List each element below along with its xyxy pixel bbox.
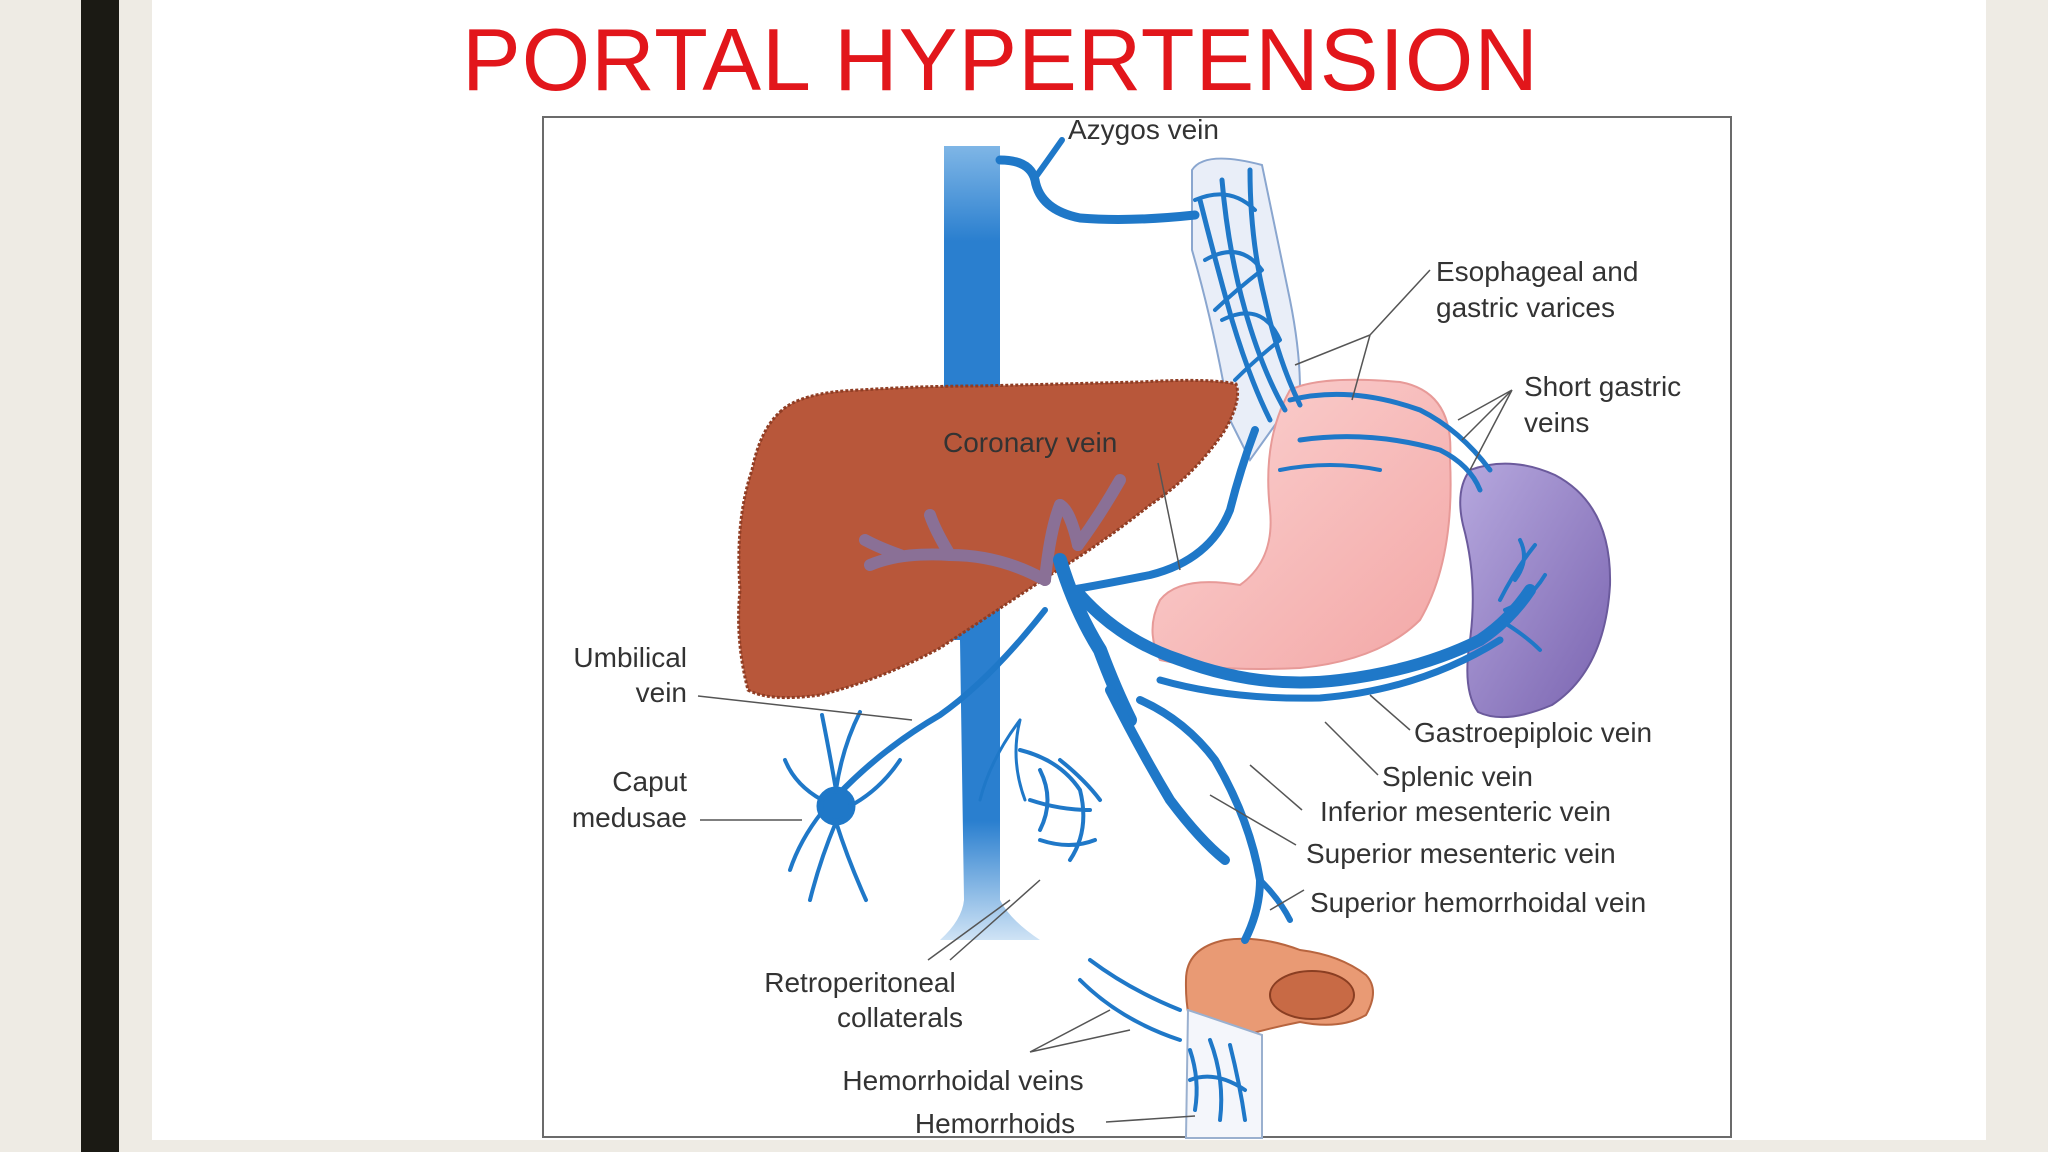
- label-caput-medusae: Caput: [612, 766, 687, 797]
- label-gastroepiploic-vein: Gastroepiploic vein: [1414, 717, 1652, 748]
- label-hemorrhoids: Hemorrhoids: [915, 1108, 1075, 1139]
- label-caput-medusae-2: medusae: [572, 802, 687, 833]
- slide-side-bar: [81, 0, 119, 1152]
- intrahepatic-portal-branches: [859, 474, 1126, 586]
- label-coronary-vein: Coronary vein: [943, 427, 1117, 458]
- label-superior-hemorrhoidal-vein: Superior hemorrhoidal vein: [1310, 887, 1646, 918]
- diagram-labels: Azygos vein Esophageal and gastric varic…: [572, 114, 1681, 1139]
- label-short-gastric-veins: Short gastric: [1524, 371, 1681, 402]
- label-retroperitoneal-collaterals-2: collaterals: [837, 1002, 963, 1033]
- label-hemorrhoidal-veins: Hemorrhoidal veins: [842, 1065, 1083, 1096]
- label-leader-lines: [697, 269, 1513, 1123]
- liver: [737, 378, 1240, 700]
- label-splenic-vein: Splenic vein: [1382, 761, 1533, 792]
- label-retroperitoneal-collaterals: Retroperitoneal: [764, 967, 955, 998]
- rectum-lumen: [1269, 970, 1355, 1020]
- label-superior-mesenteric-vein: Superior mesenteric vein: [1306, 838, 1616, 869]
- label-inferior-mesenteric-vein: Inferior mesenteric vein: [1320, 796, 1611, 827]
- label-azygos-vein: Azygos vein: [1068, 114, 1219, 145]
- label-umbilical-vein-2: vein: [636, 677, 687, 708]
- label-esophageal-varices-2: gastric varices: [1436, 292, 1615, 323]
- stomach: [1151, 378, 1452, 670]
- label-esophageal-varices: Esophageal and: [1436, 256, 1638, 287]
- label-umbilical-vein: Umbilical: [573, 642, 687, 673]
- label-short-gastric-veins-2: veins: [1524, 407, 1589, 438]
- portal-venous-system: [783, 137, 1547, 1122]
- slide-title: PORTAL HYPERTENSION: [462, 10, 1539, 109]
